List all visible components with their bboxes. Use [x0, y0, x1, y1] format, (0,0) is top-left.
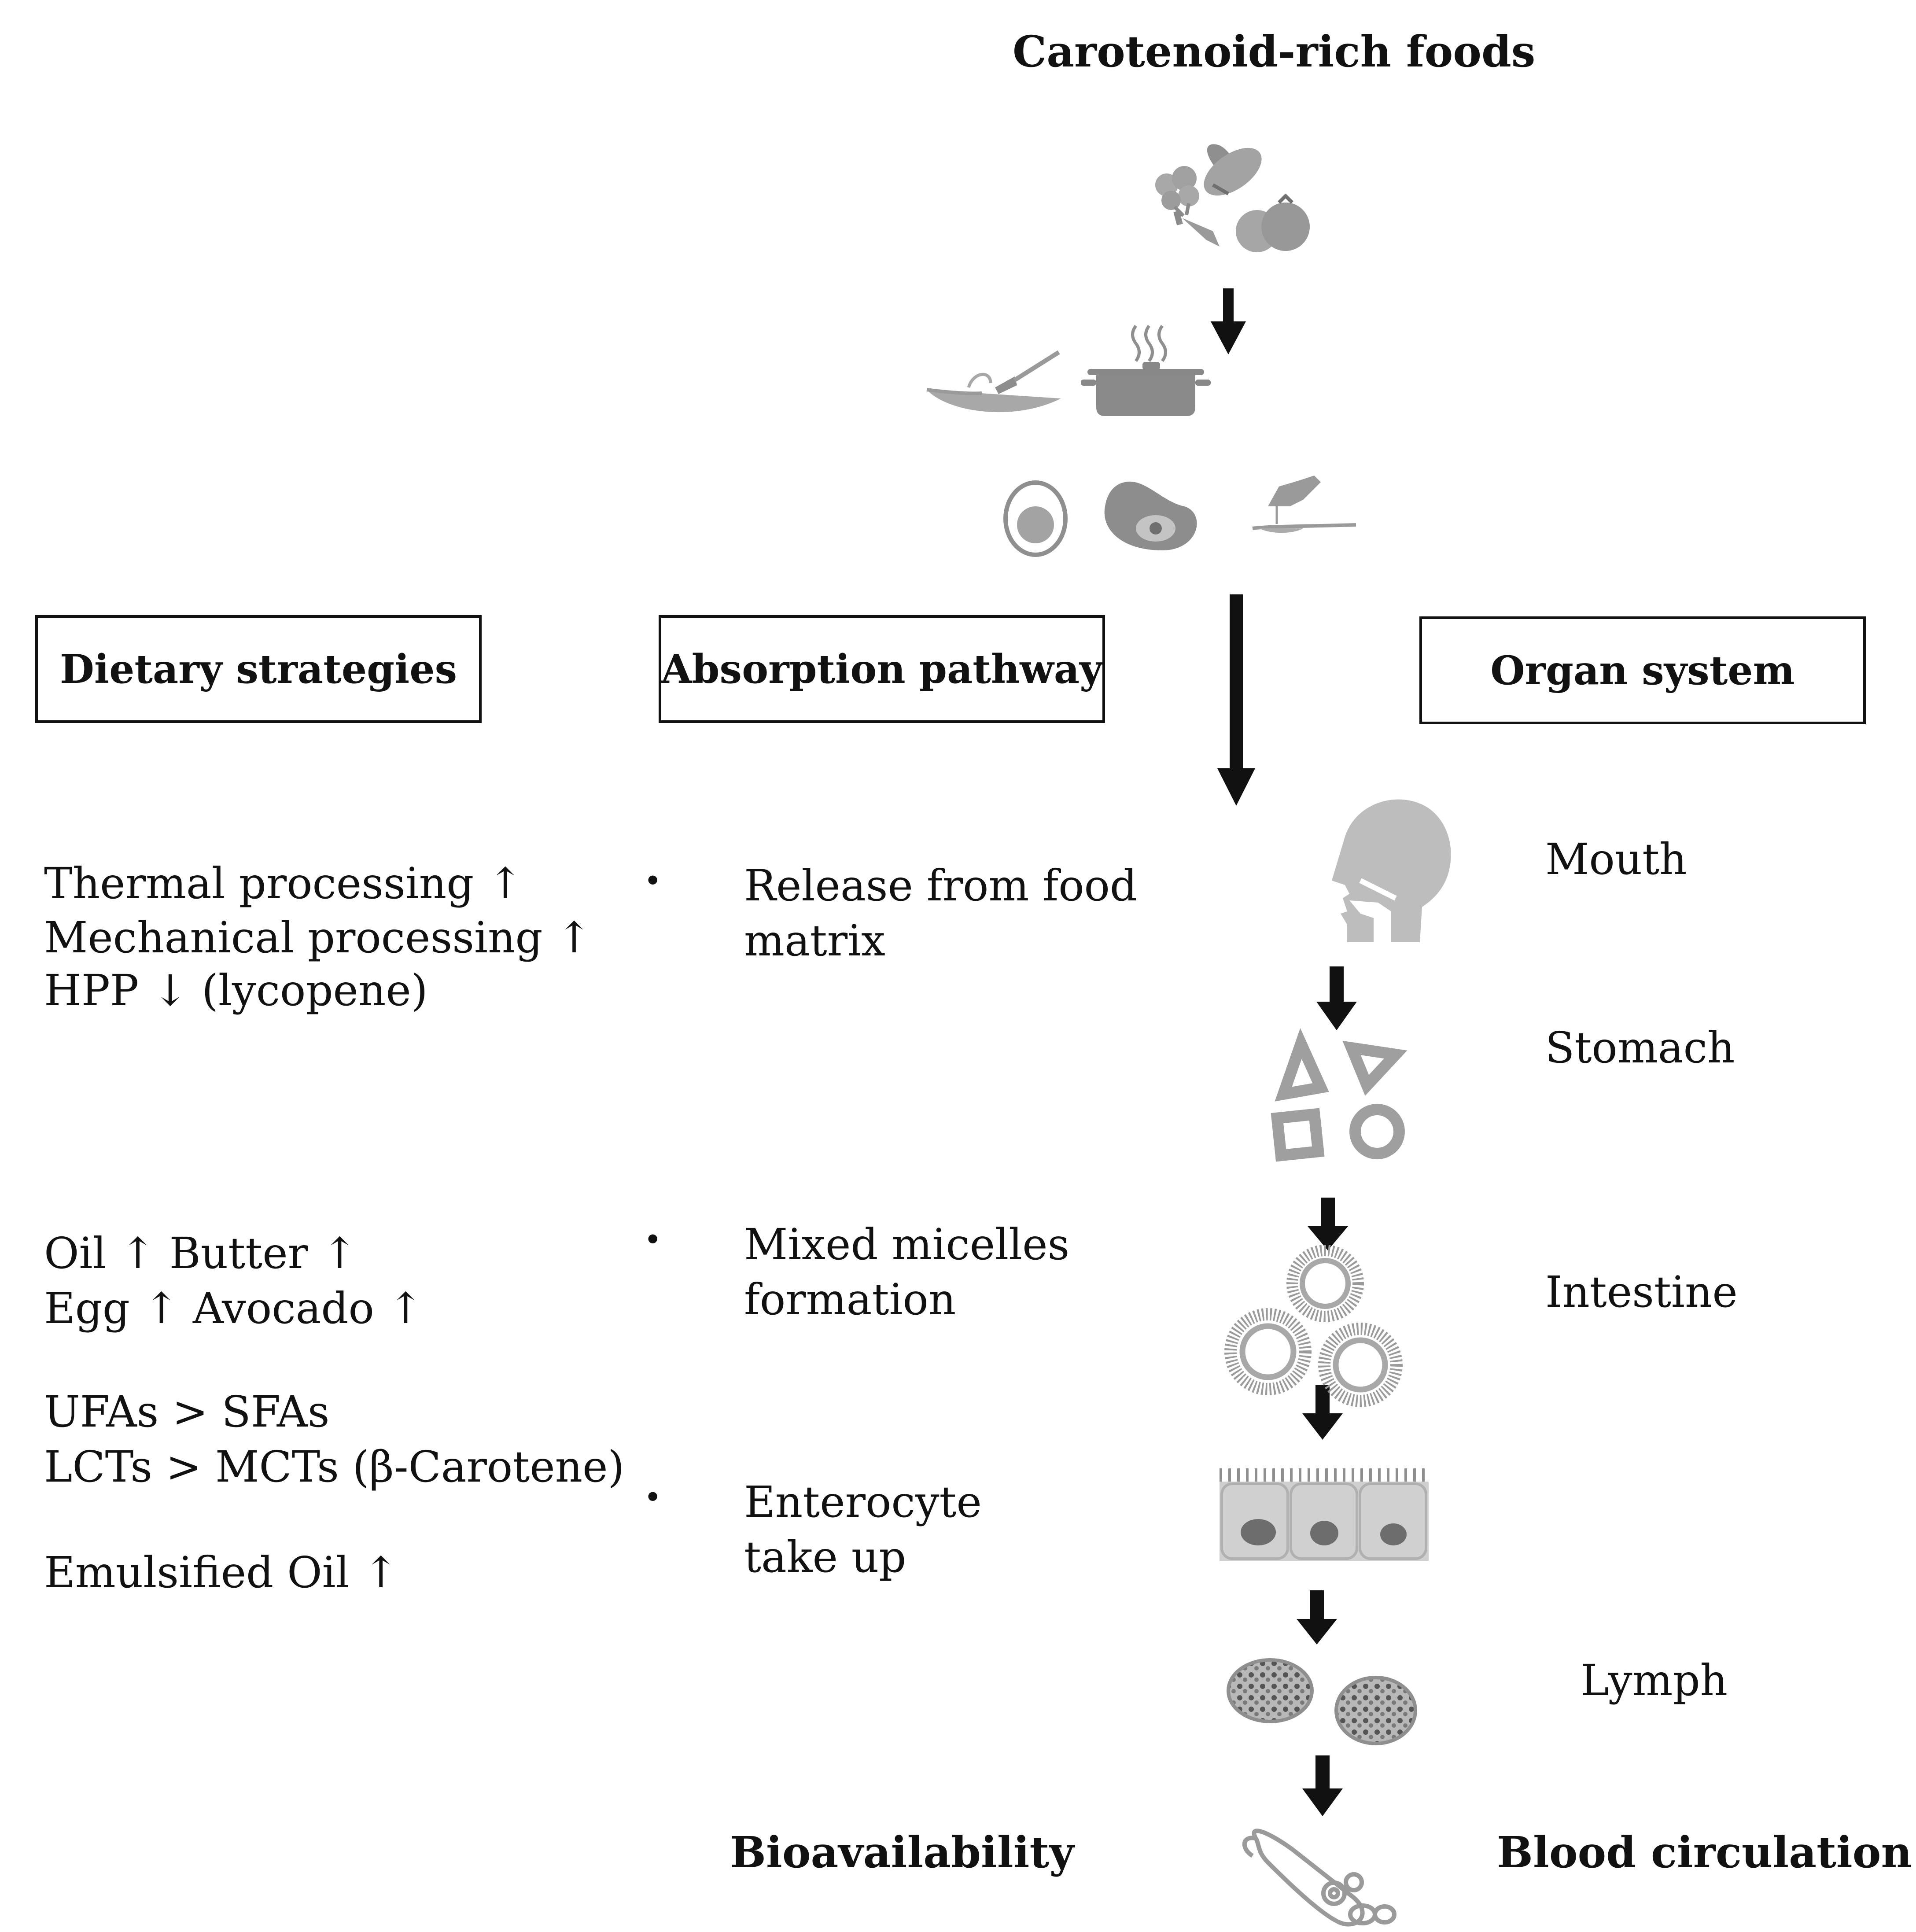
dietary-line: Emulsified Oil ↑ [44, 1548, 399, 1597]
wok-icon [926, 350, 1061, 413]
organ-label-mouth: Mouth [1545, 834, 1687, 884]
absorption-step-line: matrix [744, 916, 885, 966]
dietary-line: Oil ↑ Butter ↑ [44, 1228, 358, 1278]
blood-vessel-icon [1242, 1829, 1396, 1927]
arrow-food-to-cooking [1211, 288, 1246, 354]
dietary-line: LCTs > MCTs (β-Carotene) [44, 1442, 625, 1492]
bullet: • [644, 1222, 662, 1258]
absorption-step-line: Release from food [744, 861, 1137, 911]
enterocyte-cells-icon [1220, 1468, 1429, 1561]
absorption-step-line: Mixed micelles [744, 1220, 1070, 1269]
egg-icon [1003, 480, 1068, 557]
dietary-line: HPP ↓ (lycopene) [44, 966, 428, 1015]
dietary-line: Mechanical processing ↑ [44, 913, 592, 962]
top-title: Carotenoid-rich foods [1013, 26, 1536, 77]
arrow-mouth-to-stomach [1316, 966, 1357, 1030]
bioavailability-label: Bioavailability [730, 1827, 1074, 1877]
absorption-step-line: Enterocyte [744, 1477, 982, 1527]
arrow-to-mouth [1217, 594, 1255, 806]
organ-label-intestine: Intestine [1545, 1267, 1738, 1317]
organ-label-blood-circulation: Blood circulation [1497, 1827, 1912, 1877]
lymph-particle-icon [1227, 1658, 1417, 1745]
arrow-stomach-to-intestine [1308, 1198, 1348, 1250]
absorption-step-line: formation [744, 1275, 956, 1324]
header-absorption-pathway: Absorption pathway [659, 615, 1105, 723]
dietary-line: UFAs > SFAs [44, 1387, 330, 1437]
vegetables-icon [1155, 144, 1310, 252]
micelle-icon [1224, 1245, 1403, 1407]
arrow-intestine-to-enterocyte [1302, 1385, 1343, 1440]
cooking-pot-icon [1081, 324, 1211, 416]
arrow-enterocyte-to-lymph [1297, 1590, 1337, 1644]
organ-label-lymph: Lymph [1581, 1655, 1728, 1705]
head-profile-icon [1332, 799, 1451, 942]
organ-label-stomach: Stomach [1545, 1023, 1735, 1073]
header-organ-system: Organ system [1419, 616, 1866, 724]
geometric-shapes-icon [1271, 1028, 1408, 1162]
flow-arrows [1211, 288, 1357, 1816]
avocado-icon [1104, 481, 1197, 550]
absorption-step-line: take up [744, 1532, 906, 1582]
dietary-line: Egg ↑ Avocado ↑ [44, 1283, 424, 1333]
arrow-lymph-to-blood [1302, 1755, 1343, 1816]
header-dietary-strategies: Dietary strategies [35, 615, 482, 723]
oil-pour-icon [1252, 476, 1356, 533]
bullet: • [644, 863, 662, 899]
bullet: • [644, 1479, 662, 1515]
dietary-line: Thermal processing ↑ [44, 859, 523, 908]
